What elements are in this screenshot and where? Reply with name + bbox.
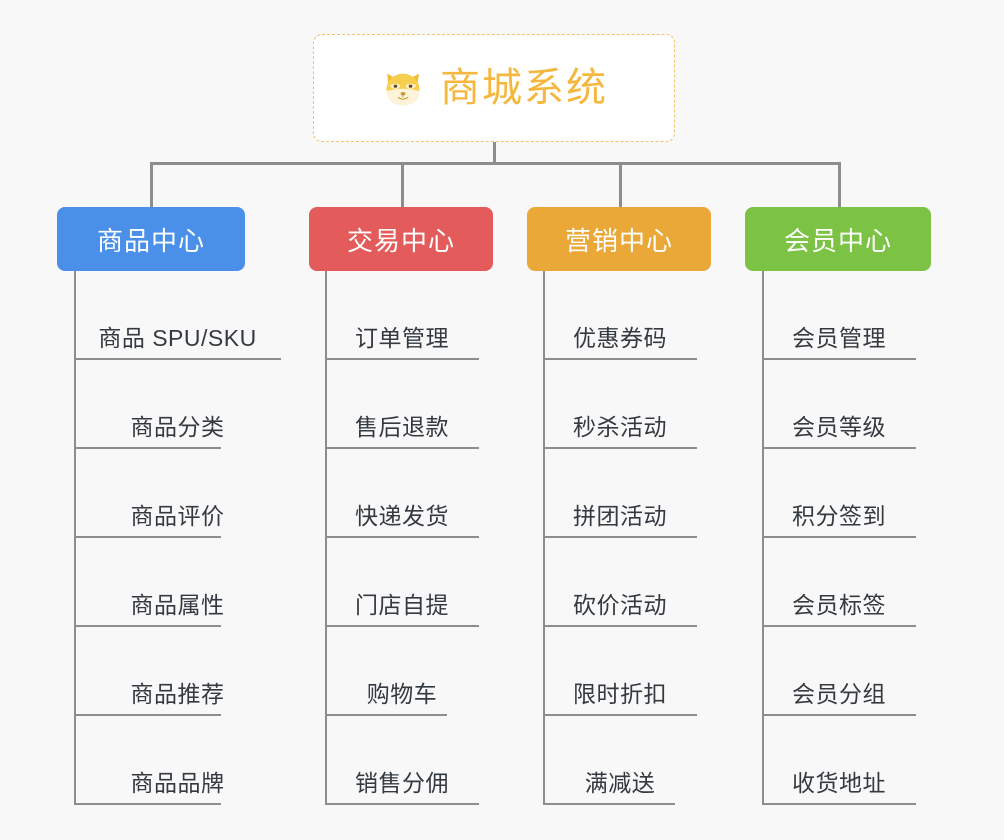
leaf-item[interactable]: 收货地址	[764, 716, 916, 805]
leaf-label: 商品 SPU/SKU	[98, 325, 257, 351]
leaf-underline	[327, 714, 447, 716]
root-node[interactable]: 商城系统	[313, 34, 675, 142]
category-label-1: 交易中心	[346, 225, 455, 256]
leaf-underline	[327, 536, 479, 538]
leaf-underline	[327, 447, 479, 449]
root-label: 商城系统	[440, 66, 608, 110]
connector-drop-2	[401, 162, 404, 209]
leaf-label: 优惠券码	[573, 325, 667, 351]
category-box-0[interactable]: 商品中心	[57, 207, 245, 271]
leaf-underline	[76, 803, 221, 805]
leaf-underline	[545, 803, 675, 805]
leaf-label: 限时折扣	[573, 681, 667, 707]
leaf-underline	[545, 714, 697, 716]
leaf-underline	[764, 536, 916, 538]
leaf-label: 会员分组	[792, 681, 886, 707]
leaf-label: 会员等级	[792, 414, 886, 440]
leaf-underline	[545, 536, 697, 538]
leaf-item[interactable]: 商品评价	[76, 449, 279, 538]
leaf-underline	[545, 447, 697, 449]
connector-horizontal-bus	[150, 162, 841, 165]
leaf-item[interactable]: 优惠券码	[545, 271, 697, 360]
leaf-label: 积分签到	[792, 503, 886, 529]
leaf-underline	[76, 447, 221, 449]
leaf-label: 订单管理	[355, 325, 449, 351]
leaf-label: 收货地址	[792, 770, 886, 796]
leaf-item[interactable]: 限时折扣	[545, 627, 697, 716]
leaf-label: 销售分佣	[355, 770, 449, 796]
leaf-underline	[545, 358, 697, 360]
leaf-underline	[327, 625, 479, 627]
leaf-underline	[764, 625, 916, 627]
leaf-label: 商品推荐	[130, 681, 225, 707]
leaf-label: 商品属性	[130, 592, 225, 618]
leaf-underline	[76, 714, 221, 716]
leaf-item[interactable]: 购物车	[327, 627, 477, 716]
leaf-column-1: 订单管理 售后退款 快递发货 门店自提 购物车 销售分佣	[325, 271, 479, 805]
leaf-label: 会员标签	[792, 592, 886, 618]
leaf-item[interactable]: 商品推荐	[76, 627, 279, 716]
connector-root-stem	[493, 142, 496, 164]
leaf-item[interactable]: 会员标签	[764, 538, 916, 627]
leaf-underline	[545, 625, 697, 627]
leaf-label: 满减送	[584, 770, 656, 796]
leaf-item[interactable]: 快递发货	[327, 449, 479, 538]
leaf-item[interactable]: 销售分佣	[327, 716, 479, 805]
leaf-item[interactable]: 会员分组	[764, 627, 916, 716]
leaf-item[interactable]: 商品属性	[76, 538, 279, 627]
leaf-underline	[764, 803, 916, 805]
category-box-2[interactable]: 营销中心	[527, 207, 711, 271]
leaf-item[interactable]: 秒杀活动	[545, 360, 697, 449]
leaf-label: 会员管理	[792, 325, 886, 351]
leaf-item[interactable]: 售后退款	[327, 360, 479, 449]
leaf-underline	[764, 358, 916, 360]
leaf-item[interactable]: 门店自提	[327, 538, 479, 627]
leaf-underline	[327, 803, 479, 805]
leaf-column-3: 会员管理 会员等级 积分签到 会员标签 会员分组 收货地址	[762, 271, 916, 805]
leaf-underline	[76, 625, 221, 627]
leaf-underline	[327, 358, 479, 360]
category-label-3: 会员中心	[783, 225, 892, 256]
shiba-dog-face-icon	[380, 65, 426, 111]
leaf-label: 拼团活动	[573, 503, 667, 529]
leaf-item[interactable]: 商品品牌	[76, 716, 279, 805]
leaf-label: 快递发货	[355, 503, 449, 529]
leaf-item[interactable]: 满减送	[545, 716, 695, 805]
leaf-underline	[76, 536, 221, 538]
leaf-underline	[764, 447, 916, 449]
leaf-item[interactable]: 商品分类	[76, 360, 279, 449]
leaf-label: 商品评价	[130, 503, 225, 529]
leaf-column-0: 商品 SPU/SKU 商品分类 商品评价 商品属性 商品推荐 商品品牌	[74, 271, 281, 805]
leaf-column-2: 优惠券码 秒杀活动 拼团活动 砍价活动 限时折扣 满减送	[543, 271, 697, 805]
leaf-label: 砍价活动	[573, 592, 667, 618]
leaf-item[interactable]: 会员管理	[764, 271, 916, 360]
leaf-underline	[764, 714, 916, 716]
leaf-item[interactable]: 砍价活动	[545, 538, 697, 627]
connector-drop-3	[619, 162, 622, 209]
leaf-item[interactable]: 订单管理	[327, 271, 479, 360]
leaf-label: 购物车	[366, 681, 438, 707]
leaf-label: 商品分类	[130, 414, 225, 440]
leaf-item[interactable]: 会员等级	[764, 360, 916, 449]
connector-drop-1	[150, 162, 153, 209]
leaf-item[interactable]: 拼团活动	[545, 449, 697, 538]
leaf-label: 秒杀活动	[573, 414, 667, 440]
leaf-label: 门店自提	[355, 592, 449, 618]
leaf-item[interactable]: 积分签到	[764, 449, 916, 538]
category-label-0: 商品中心	[96, 225, 205, 256]
leaf-label: 售后退款	[355, 414, 449, 440]
category-label-2: 营销中心	[564, 225, 673, 256]
category-box-3[interactable]: 会员中心	[745, 207, 931, 271]
category-box-1[interactable]: 交易中心	[309, 207, 493, 271]
leaf-item[interactable]: 商品 SPU/SKU	[76, 271, 281, 360]
leaf-underline	[76, 358, 281, 360]
connector-drop-4	[838, 162, 841, 209]
leaf-label: 商品品牌	[130, 770, 225, 796]
